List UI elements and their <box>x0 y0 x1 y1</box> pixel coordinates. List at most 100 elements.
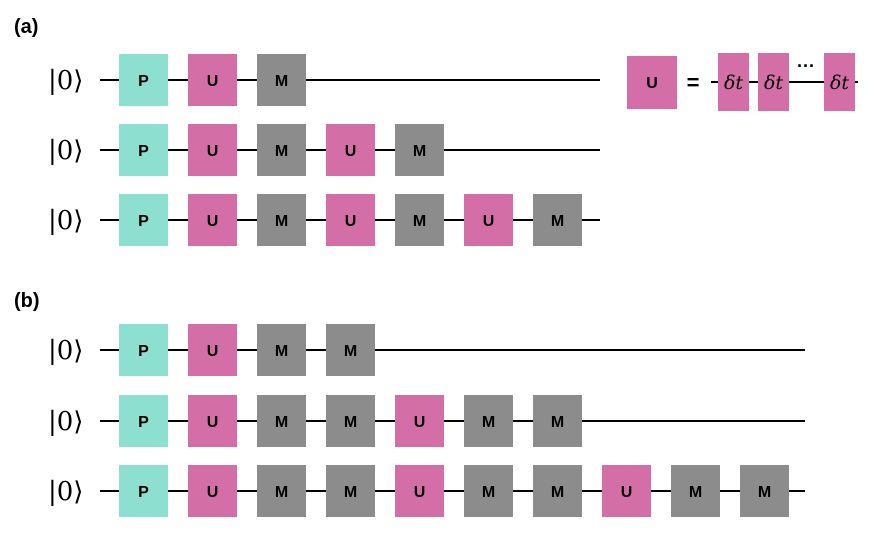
gate-label: U <box>207 343 219 360</box>
unitary-gate <box>326 124 375 176</box>
measure-gate <box>257 194 306 246</box>
measure-gate <box>257 54 306 106</box>
prepare-gate <box>119 324 168 376</box>
measure-gate <box>464 465 513 517</box>
measure-gate <box>257 124 306 176</box>
unitary-gate <box>188 465 237 517</box>
measure-gate <box>257 324 306 376</box>
gate-label: P <box>138 213 149 230</box>
gate-label: U <box>207 143 219 160</box>
gate-label: M <box>275 343 288 360</box>
gate-label: U <box>207 484 219 501</box>
measure-gate <box>257 395 306 447</box>
initial-state-ket: |0⟩ <box>48 206 83 236</box>
measure-gate <box>395 124 444 176</box>
measure-gate <box>464 395 513 447</box>
time-step-label: δt <box>830 72 849 94</box>
panel-label: (a) <box>14 16 38 38</box>
prepare-gate <box>119 124 168 176</box>
gate-label: U <box>345 143 357 160</box>
measure-gate <box>326 324 375 376</box>
measure-gate <box>326 395 375 447</box>
circuit-row: |0⟩ P U M <box>48 54 600 106</box>
circuit-row: |0⟩ P U M U M <box>48 124 600 176</box>
initial-state-ket: |0⟩ <box>48 477 83 507</box>
time-step-gate <box>718 53 749 111</box>
gate-label: P <box>138 414 149 431</box>
time-step-label: δt <box>764 72 783 94</box>
unitary-gate <box>188 124 237 176</box>
prepare-gate <box>119 194 168 246</box>
circuit-row: |0⟩ P U M M U M M U M M <box>48 465 805 517</box>
prepare-gate <box>119 465 168 517</box>
gate-label: U <box>207 414 219 431</box>
gate-label: P <box>138 343 149 360</box>
ellipsis: ··· <box>797 56 815 76</box>
gate-label: M <box>275 484 288 501</box>
measure-gate <box>395 194 444 246</box>
gate-label: P <box>138 73 149 90</box>
time-step-gate <box>824 53 855 111</box>
measure-gate <box>671 465 720 517</box>
gate-label: U <box>414 484 426 501</box>
initial-state-ket: |0⟩ <box>48 407 83 437</box>
gate-label: U <box>646 75 658 92</box>
gate-label: M <box>275 73 288 90</box>
time-step-gate <box>758 53 789 111</box>
circuit-row: |0⟩ P U M M <box>48 324 805 376</box>
gate-label: M <box>551 484 564 501</box>
gate-label: M <box>275 213 288 230</box>
gate-label: M <box>551 213 564 230</box>
measure-gate <box>326 465 375 517</box>
gate-label: P <box>138 484 149 501</box>
unitary-gate <box>602 465 651 517</box>
gate-label: U <box>207 73 219 90</box>
gate-label: M <box>275 414 288 431</box>
panel-label: (b) <box>14 290 40 312</box>
equals-sign: = <box>687 70 700 95</box>
prepare-gate <box>119 395 168 447</box>
gate-label: M <box>551 414 564 431</box>
measure-gate <box>740 465 789 517</box>
measure-gate <box>533 465 582 517</box>
panel-b: (b) |0⟩ P U M M |0⟩ P U M M U M M |0⟩ P U M M U M M U M M <box>14 290 805 517</box>
measure-gate <box>533 395 582 447</box>
unitary-gate <box>326 194 375 246</box>
gate-label: M <box>344 343 357 360</box>
gate-label: M <box>482 414 495 431</box>
unitary-gate <box>627 56 677 109</box>
gate-label: M <box>413 143 426 160</box>
gate-label: U <box>414 414 426 431</box>
panel-a: (a) |0⟩ P U M |0⟩ P U M U M |0⟩ P U M U M U M <box>14 16 600 246</box>
unitary-gate <box>188 194 237 246</box>
gate-label: U <box>207 213 219 230</box>
measure-gate <box>533 194 582 246</box>
gate-label: P <box>138 143 149 160</box>
unitary-gate <box>188 54 237 106</box>
gate-label: U <box>483 213 495 230</box>
initial-state-ket: |0⟩ <box>48 336 83 366</box>
unitary-gate <box>188 395 237 447</box>
gate-label: M <box>275 143 288 160</box>
initial-state-ket: |0⟩ <box>48 66 83 96</box>
gate-label: M <box>758 484 771 501</box>
circuit-row: |0⟩ P U M M U M M <box>48 395 805 447</box>
time-step-label: δt <box>724 72 743 94</box>
gate-label: M <box>344 414 357 431</box>
prepare-gate <box>119 54 168 106</box>
gate-label: M <box>689 484 702 501</box>
gate-label: U <box>621 484 633 501</box>
initial-state-ket: |0⟩ <box>48 136 83 166</box>
gate-label: U <box>345 213 357 230</box>
unitary-gate <box>395 395 444 447</box>
gate-label: M <box>482 484 495 501</box>
unitary-gate <box>188 324 237 376</box>
gate-label: M <box>344 484 357 501</box>
unitary-gate <box>464 194 513 246</box>
gate-label: M <box>413 213 426 230</box>
circuit-row: |0⟩ P U M U M U M <box>48 194 600 246</box>
measure-gate <box>257 465 306 517</box>
unitary-gate <box>395 465 444 517</box>
